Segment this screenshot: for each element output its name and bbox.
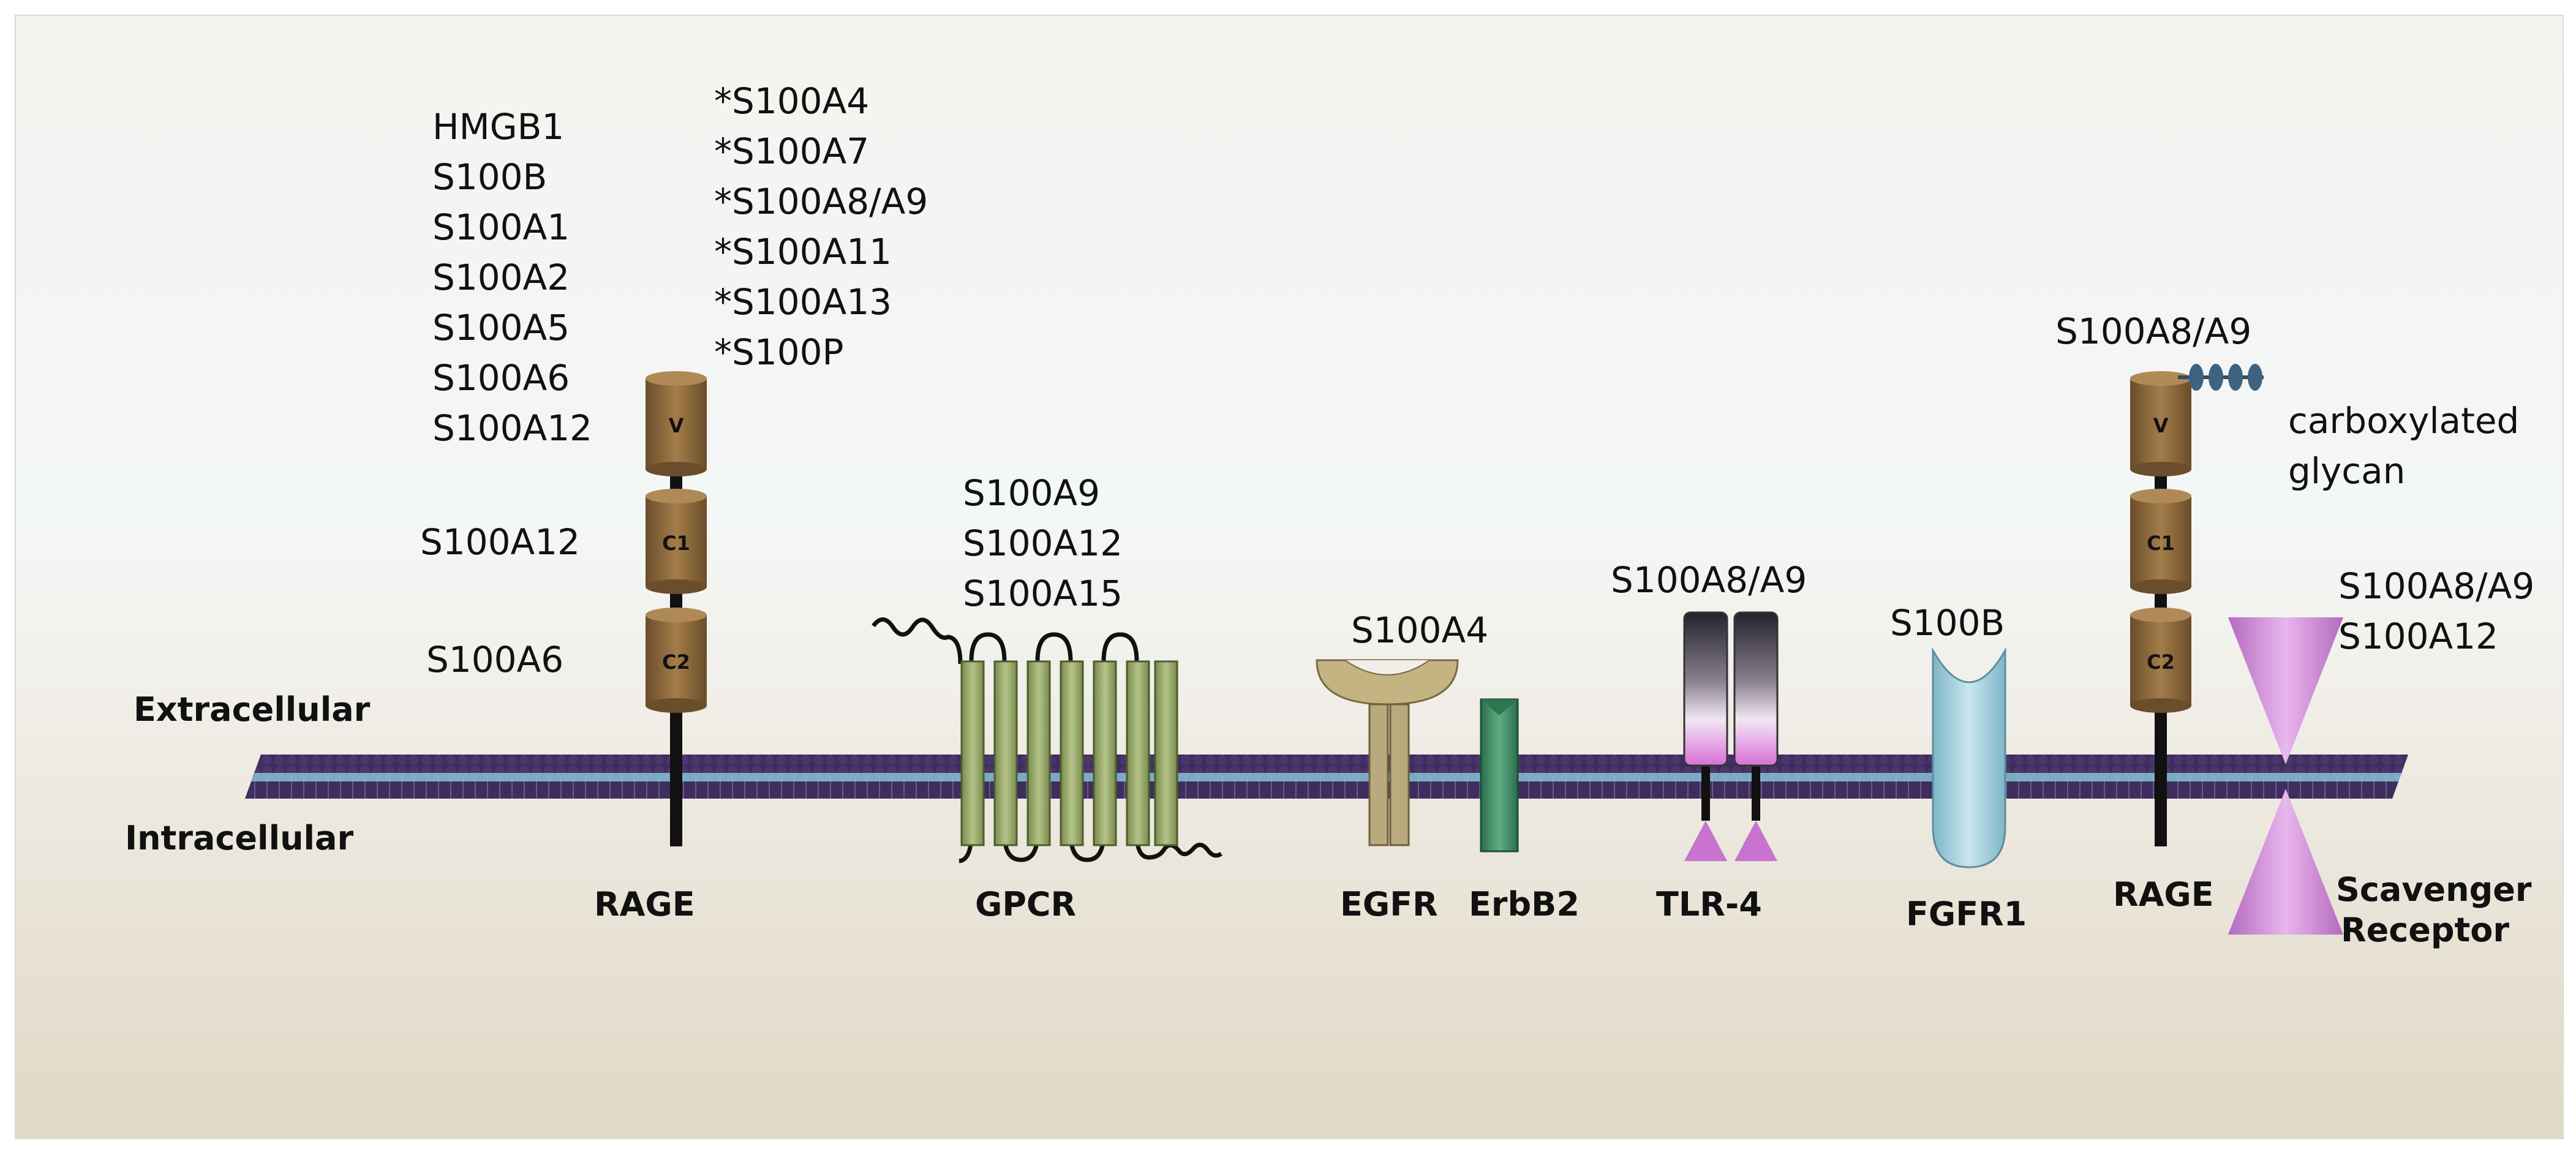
rage-left-receptor: V C1 C2 [646,371,707,846]
rage-right-v-domain [2130,371,2191,476]
tlr4-ligand: S100A8/A9 [1611,559,1807,601]
glycan-label-line: carboxylated [2288,400,2520,442]
rage-right-receptor: V C1 C2 [2130,371,2191,846]
rage-right-c1-domain [2130,489,2191,594]
intracellular-label: Intracellular [125,819,354,857]
ligand-label: S100A12 [963,522,1123,564]
ligand-label: S100A5 [432,307,570,348]
gpcr-helices [960,660,1178,846]
rage-right-name: RAGE [2113,875,2214,914]
scavenger-receptor [2228,617,2343,935]
egfr-receptor [1316,659,1459,846]
fgfr1-ligand: S100B [1890,602,2005,644]
ligand-label: S100B [432,156,548,198]
rage-left-v-domain [646,371,707,476]
rage-right-c1-label: C1 [2147,532,2175,555]
egfr-ligand: S100A4 [1351,609,1489,651]
tlr4-receptor [1683,611,1779,861]
rage-left-c2-ligand: S100A6 [426,639,564,680]
erbb2-receptor [1480,698,1519,853]
ligand-label: S100A1 [432,206,570,248]
egfr-name: EGFR [1340,885,1438,924]
ligand-label: *S100P [714,331,844,373]
erbb2-name: ErbB2 [1469,885,1580,924]
rage-right-c2-label: C2 [2147,650,2175,674]
scavenger-ligands: S100A8/A9 S100A12 [2338,561,2534,661]
rage-left-c2-domain [646,608,707,713]
fgfr1-receptor [1932,647,2006,868]
rage-left-v-label: V [669,414,684,437]
rage-left-c1-ligand: S100A12 [420,521,580,563]
ligand-label: *S100A7 [714,130,870,172]
ligand-label: *S100A11 [714,231,892,273]
diagram-canvas: V C1 C2 [16,16,2563,1138]
scavenger-name-line: Receptor [2341,911,2510,949]
rage-right-ligand: S100A8/A9 [2055,311,2252,352]
ligand-label: *S100A8/A9 [714,181,928,222]
extracellular-label: Extracellular [134,690,371,729]
rage-left-c1-label: C1 [662,532,690,555]
ligand-label: S100A9 [963,472,1101,514]
ligand-label: S100A12 [432,407,592,449]
rage-right-c2-domain [2130,608,2191,713]
rage-left-c1-domain [646,489,707,594]
rage-left-c2-label: C2 [662,650,690,674]
rage-left-v-ligands: HMGB1 S100B S100A1 S100A2 S100A5 S100A6 … [432,102,592,453]
gpcr-receptor [872,617,1222,864]
cell-membrane [245,755,2408,799]
gpcr-ligands: S100A9 S100A12 S100A15 [963,468,1123,619]
carboxylated-glycan-chain [2178,364,2264,391]
rage-right-v-label: V [2153,414,2169,437]
gpcr-name: GPCR [975,885,1077,924]
ligand-label: S100A8/A9 [2338,565,2535,607]
carboxylated-glycan-label: carboxylated glycan [2288,396,2519,496]
figure-panel: V C1 C2 [15,15,2564,1139]
tlr4-name: TLR-4 [1656,885,1762,924]
rage-left-name: RAGE [594,885,695,924]
fgfr1-name: FGFR1 [1906,895,2027,933]
ligand-label: *S100A4 [714,80,870,122]
scavenger-name-line: Scavenger [2336,870,2532,909]
ligand-label: S100A6 [432,357,570,399]
ligand-label: HMGB1 [432,106,565,148]
scavenger-name: Scavenger Receptor [2336,870,2532,951]
ligand-label: S100A2 [432,257,570,298]
ligand-label: *S100A13 [714,281,892,323]
glycan-label-line: glycan [2288,450,2406,492]
ligand-label: S100A12 [2338,616,2498,657]
rage-left-starred-ligands: *S100A4 *S100A7 *S100A8/A9 *S100A11 *S10… [714,76,928,377]
ligand-label: S100A15 [963,573,1123,614]
